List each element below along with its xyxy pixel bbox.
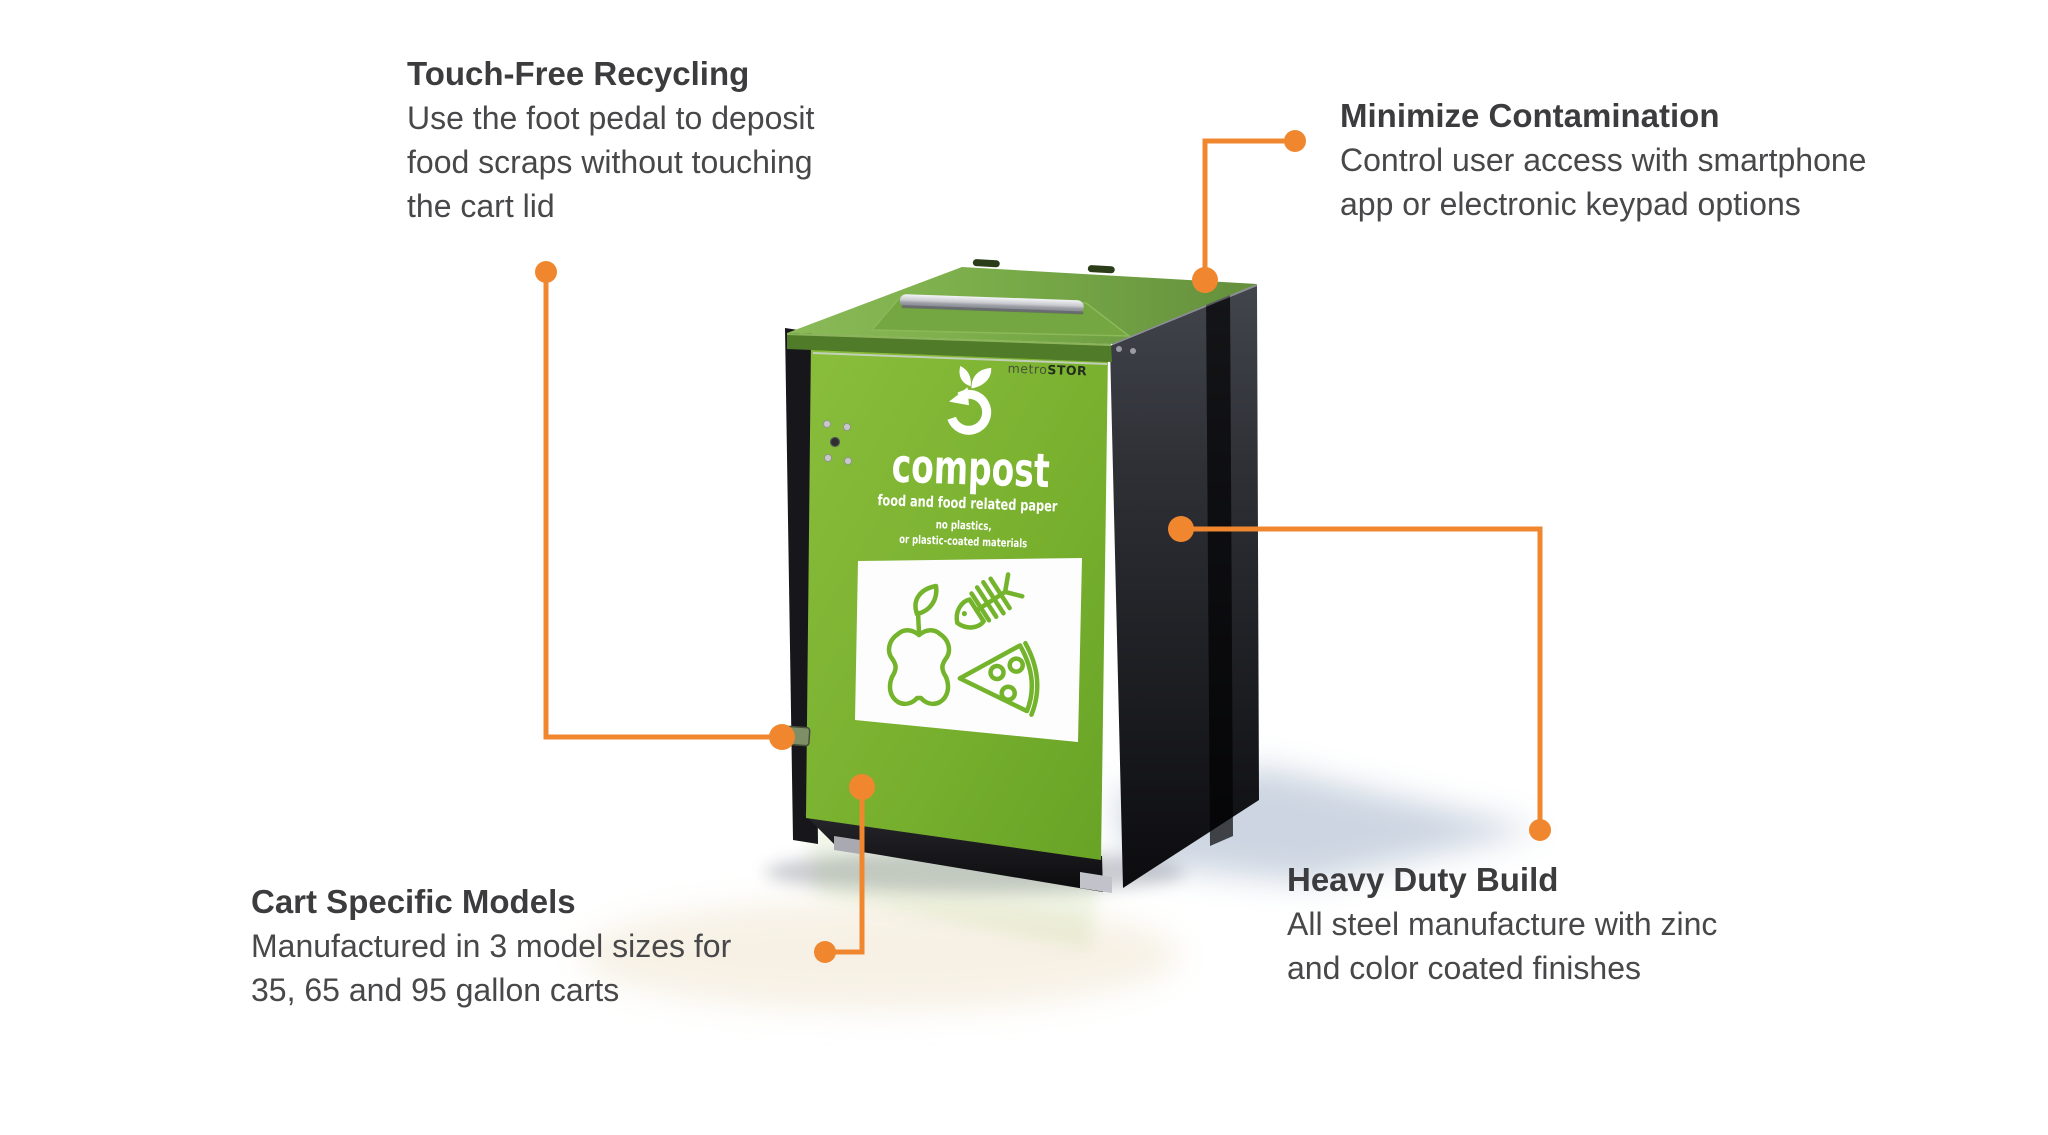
callout-heavy-duty-build: Heavy Duty Build All steel manufacture w… xyxy=(1287,858,1717,990)
callout-line: Use the foot pedal to deposit xyxy=(407,100,815,136)
dot-heavy-duty-text xyxy=(1529,819,1551,841)
brand-suffix: STOR xyxy=(1047,362,1087,378)
bin-foot-left xyxy=(834,836,860,854)
lid-handle xyxy=(899,294,1084,315)
connector-heavy-duty xyxy=(1181,526,1543,830)
brand-logo: metroSTOR xyxy=(1007,361,1087,379)
bin-side-groove xyxy=(1206,289,1233,846)
door-hinge-line xyxy=(812,352,1108,365)
bin-base xyxy=(804,814,1103,892)
dot-minimize-text xyxy=(1284,130,1306,152)
callout-cart-specific-models: Cart Specific Models Manufactured in 3 m… xyxy=(251,880,731,1012)
callout-title: Minimize Contamination xyxy=(1340,97,1720,134)
hinge-screw xyxy=(1130,348,1136,354)
connector-dots xyxy=(535,130,1551,963)
callout-title: Cart Specific Models xyxy=(251,883,576,920)
connector-minimize xyxy=(1202,138,1295,280)
callout-line: the cart lid xyxy=(407,188,555,224)
fish-bones-icon xyxy=(954,572,1025,630)
callout-line: All steel manufacture with zinc xyxy=(1287,906,1718,942)
lid-slot xyxy=(1087,265,1115,274)
callout-line: Manufactured in 3 model sizes for xyxy=(251,928,732,964)
hinge-screw xyxy=(1116,346,1122,352)
callout-line: food scraps without touching xyxy=(407,144,813,180)
callout-touch-free: Touch-Free Recycling Use the foot pedal … xyxy=(407,52,814,228)
bin-lid-front-edge xyxy=(787,333,1112,362)
dot-touch-free-bin xyxy=(769,724,795,750)
side-top-edge xyxy=(1111,284,1258,345)
lid-slot xyxy=(972,259,1000,268)
callout-line: app or electronic keypad options xyxy=(1340,186,1801,222)
callout-connectors xyxy=(543,138,1543,955)
keypad-dots xyxy=(823,420,852,465)
dot-cart-specific-bin xyxy=(849,774,875,800)
callout-line: and color coated finishes xyxy=(1287,950,1641,986)
recycle-leaf-icon xyxy=(946,365,992,435)
brand-prefix: metro xyxy=(1007,361,1047,377)
callout-title: Touch-Free Recycling xyxy=(407,55,750,92)
connector-cart-specific xyxy=(825,787,865,955)
callout-minimize-contamination: Minimize Contamination Control user acce… xyxy=(1340,94,1866,226)
stream-note-line1: no plastics, xyxy=(936,517,992,533)
callout-line: Control user access with smartphone xyxy=(1340,142,1867,178)
bin-foot-right xyxy=(1080,872,1112,893)
dot-cart-specific-text xyxy=(814,941,836,963)
dot-touch-free-text xyxy=(535,261,557,283)
dot-minimize-bin xyxy=(1192,267,1218,293)
callout-line: 35, 65 and 95 gallon carts xyxy=(251,972,620,1008)
stream-label: compost xyxy=(891,439,1051,499)
lid-edge-highlight xyxy=(786,333,1112,346)
compost-bin: metroSTOR compost food and food related … xyxy=(781,259,1259,893)
stream-note-line2: or plastic-coated materials xyxy=(899,532,1028,550)
connector-touch-free xyxy=(543,272,782,740)
dot-heavy-duty-bin xyxy=(1168,516,1194,542)
callout-title: Heavy Duty Build xyxy=(1287,861,1559,898)
pizza-slice-icon xyxy=(957,640,1040,717)
door-graphics-panel xyxy=(855,558,1082,742)
apple-core-icon xyxy=(886,583,952,707)
bin-side-panel xyxy=(1110,286,1259,888)
